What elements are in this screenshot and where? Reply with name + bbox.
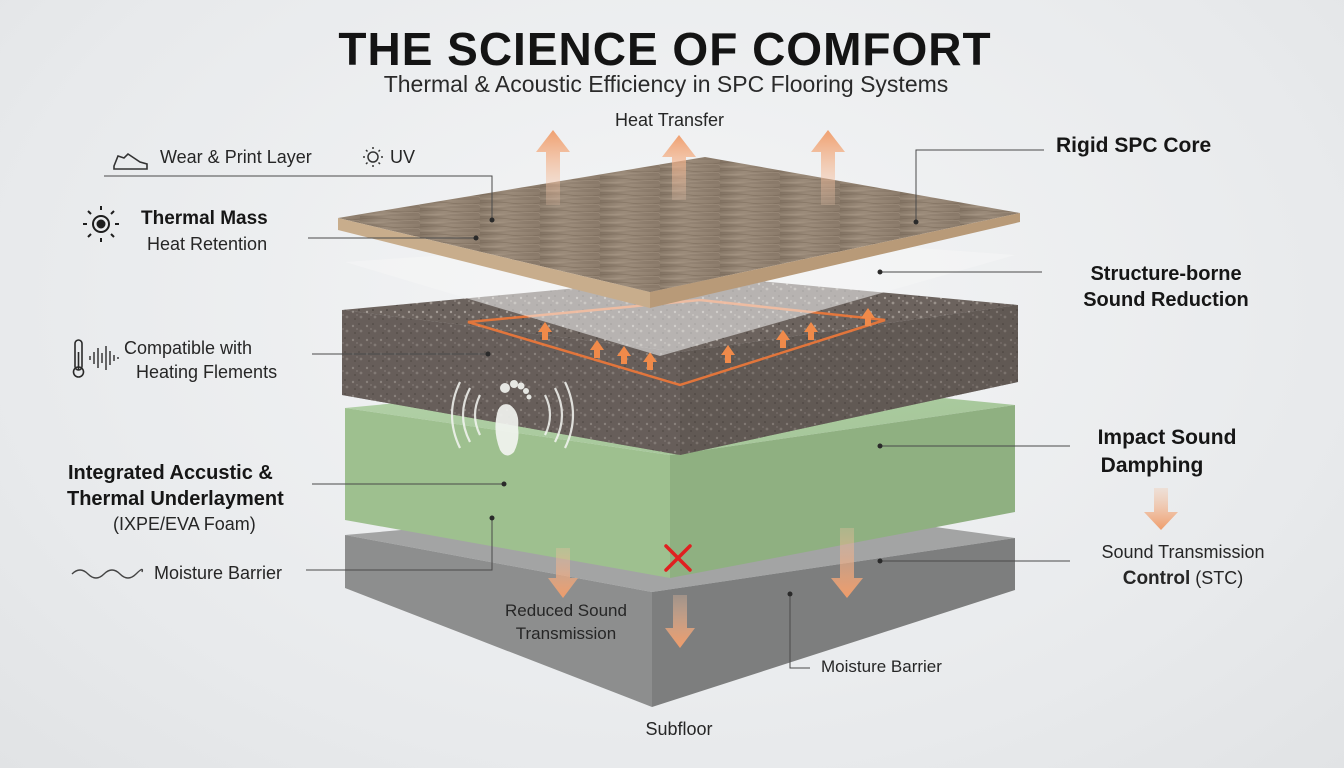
sound-down-arrows xyxy=(548,488,1178,648)
label-compatible-2: Heating Flements xyxy=(136,362,278,382)
leader-dots xyxy=(473,217,919,597)
wear-layer xyxy=(338,157,1020,308)
leader-lines xyxy=(104,149,1070,669)
sun-outline-icon xyxy=(363,147,383,167)
label-stc-2: Control (STC) xyxy=(1078,567,1288,592)
page-title: THE SCIENCE OF COMFORT xyxy=(338,23,992,75)
label-impact-2: Damphing xyxy=(1100,454,1204,477)
sun-icon xyxy=(83,206,119,242)
footprint-icon xyxy=(495,380,532,456)
label-structure-2: Sound Reduction xyxy=(1083,289,1249,311)
thermometer-icon xyxy=(72,339,85,378)
sound-wave-small-icon xyxy=(89,346,119,370)
wave-line-icon xyxy=(71,568,144,579)
heat-transfer-arrows xyxy=(536,130,845,205)
page-subtitle: Thermal & Acoustic Efficiency in SPC Flo… xyxy=(383,71,949,97)
label-stc-2a: Control xyxy=(1122,568,1191,589)
label-rigid-core: Rigid SPC Core xyxy=(1056,134,1212,157)
label-integrated-1: Integrated Accustic & xyxy=(68,462,273,484)
label-subfloor: Subfloor xyxy=(645,719,713,739)
core-heat-arrows xyxy=(538,308,875,370)
label-thermal-mass: Thermal Mass xyxy=(141,208,268,229)
label-heat-transfer: Heat Transfer xyxy=(615,110,725,130)
label-reduced-2: Transmission xyxy=(515,624,617,643)
label-wear-print: Wear & Print Layer xyxy=(160,147,312,167)
label-reduced-1: Reduced Sound xyxy=(505,601,627,620)
label-impact-1: Impact Sound xyxy=(1097,426,1237,449)
label-uv: UV xyxy=(390,147,416,167)
sound-wave-icon xyxy=(450,381,575,449)
label-stc-2b: (STC) xyxy=(1190,568,1244,588)
label-integrated-2: Thermal Underlayment xyxy=(67,488,284,510)
label-heat-retention: Heat Retention xyxy=(147,234,268,254)
label-structure-1: Structure-borne xyxy=(1090,263,1242,285)
label-stc-1: Sound Transmission xyxy=(1101,542,1265,562)
label-compatible-1: Compatible with xyxy=(124,338,253,358)
label-moisture-right: Moisture Barrier xyxy=(821,657,942,676)
blocked-x-icon xyxy=(664,544,692,572)
label-moisture-left: Moisture Barrier xyxy=(154,563,283,583)
label-integrated-3: (IXPE/EVA Foam) xyxy=(113,514,256,534)
shoe-icon xyxy=(113,152,148,170)
